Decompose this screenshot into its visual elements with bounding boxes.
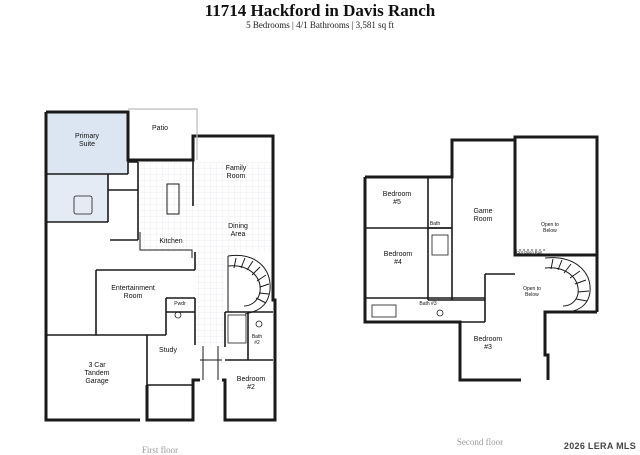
room-label-open-below-1: Open to Below <box>541 222 559 234</box>
caption-second-floor: Second floor <box>456 437 504 447</box>
bath2-tub <box>227 314 247 344</box>
first-floor-plan <box>44 108 277 422</box>
room-label-entertainment-room: Entertainment Room <box>111 285 155 300</box>
room-label-garage: 3 Car Tandem Garage <box>84 362 110 385</box>
room-label-bedroom-3: Bedroom #3 <box>473 336 503 351</box>
room-label-study: Study <box>159 347 177 354</box>
second-floor-plan <box>363 135 599 382</box>
room-label-powder: Pwdr <box>174 301 186 307</box>
room-label-bedroom-2: Bedroom #2 <box>236 376 266 391</box>
caption-first-floor: First floor <box>141 445 179 455</box>
mls-watermark: 2026 LERA MLS <box>563 441 636 451</box>
room-label-dining-area: Dining Area <box>228 223 248 238</box>
room-label-kitchen: Kitchen <box>159 238 183 245</box>
room-label-bath: Bath <box>429 221 441 227</box>
interior-walls-2 <box>365 140 515 323</box>
kitchen-tile-area <box>138 162 273 252</box>
room-label-opt-open-rail: Opt Open Rail <box>516 249 542 255</box>
room-label-bedroom-5: Bedroom #5 <box>382 191 412 206</box>
room-label-patio: Patio <box>152 125 168 132</box>
staircase-first-floor <box>227 254 271 315</box>
room-label-bedroom-4: Bedroom #4 <box>383 251 413 266</box>
hall-tile-area <box>195 252 225 347</box>
staircase-second-floor <box>544 257 591 313</box>
primary-bath-shade <box>46 174 108 222</box>
room-label-open-below-2: Open to Below <box>523 286 541 298</box>
bath3-toilet <box>436 309 444 317</box>
room-label-bath-3: Bath #3 <box>419 301 437 307</box>
room-label-game-room: Game Room <box>473 208 493 223</box>
bath3-tub <box>371 304 397 318</box>
bath-tub <box>431 234 449 256</box>
listing-subtitle: 5 Bedrooms | 4/1 Bathrooms | 3,581 sq ft <box>246 20 394 30</box>
bath2-toilet <box>255 320 263 328</box>
patio-outline <box>128 108 198 160</box>
listing-title: 11714 Hackford in Davis Ranch <box>204 1 436 20</box>
kitchen-counter <box>139 232 193 258</box>
room-label-primary-suite: Primary Suite <box>74 133 100 148</box>
interior-walls <box>46 136 273 386</box>
primary-tub <box>73 195 93 215</box>
room-label-bath-2: Bath #2 <box>251 334 263 346</box>
open-below-edge <box>513 137 597 257</box>
kitchen-island <box>166 183 180 215</box>
pwdr-toilet <box>174 311 182 319</box>
room-label-family-room: Family Room <box>225 165 247 180</box>
primary-suite-shade <box>46 112 128 174</box>
open-below-hatch <box>515 137 595 255</box>
front-entry <box>200 346 222 380</box>
